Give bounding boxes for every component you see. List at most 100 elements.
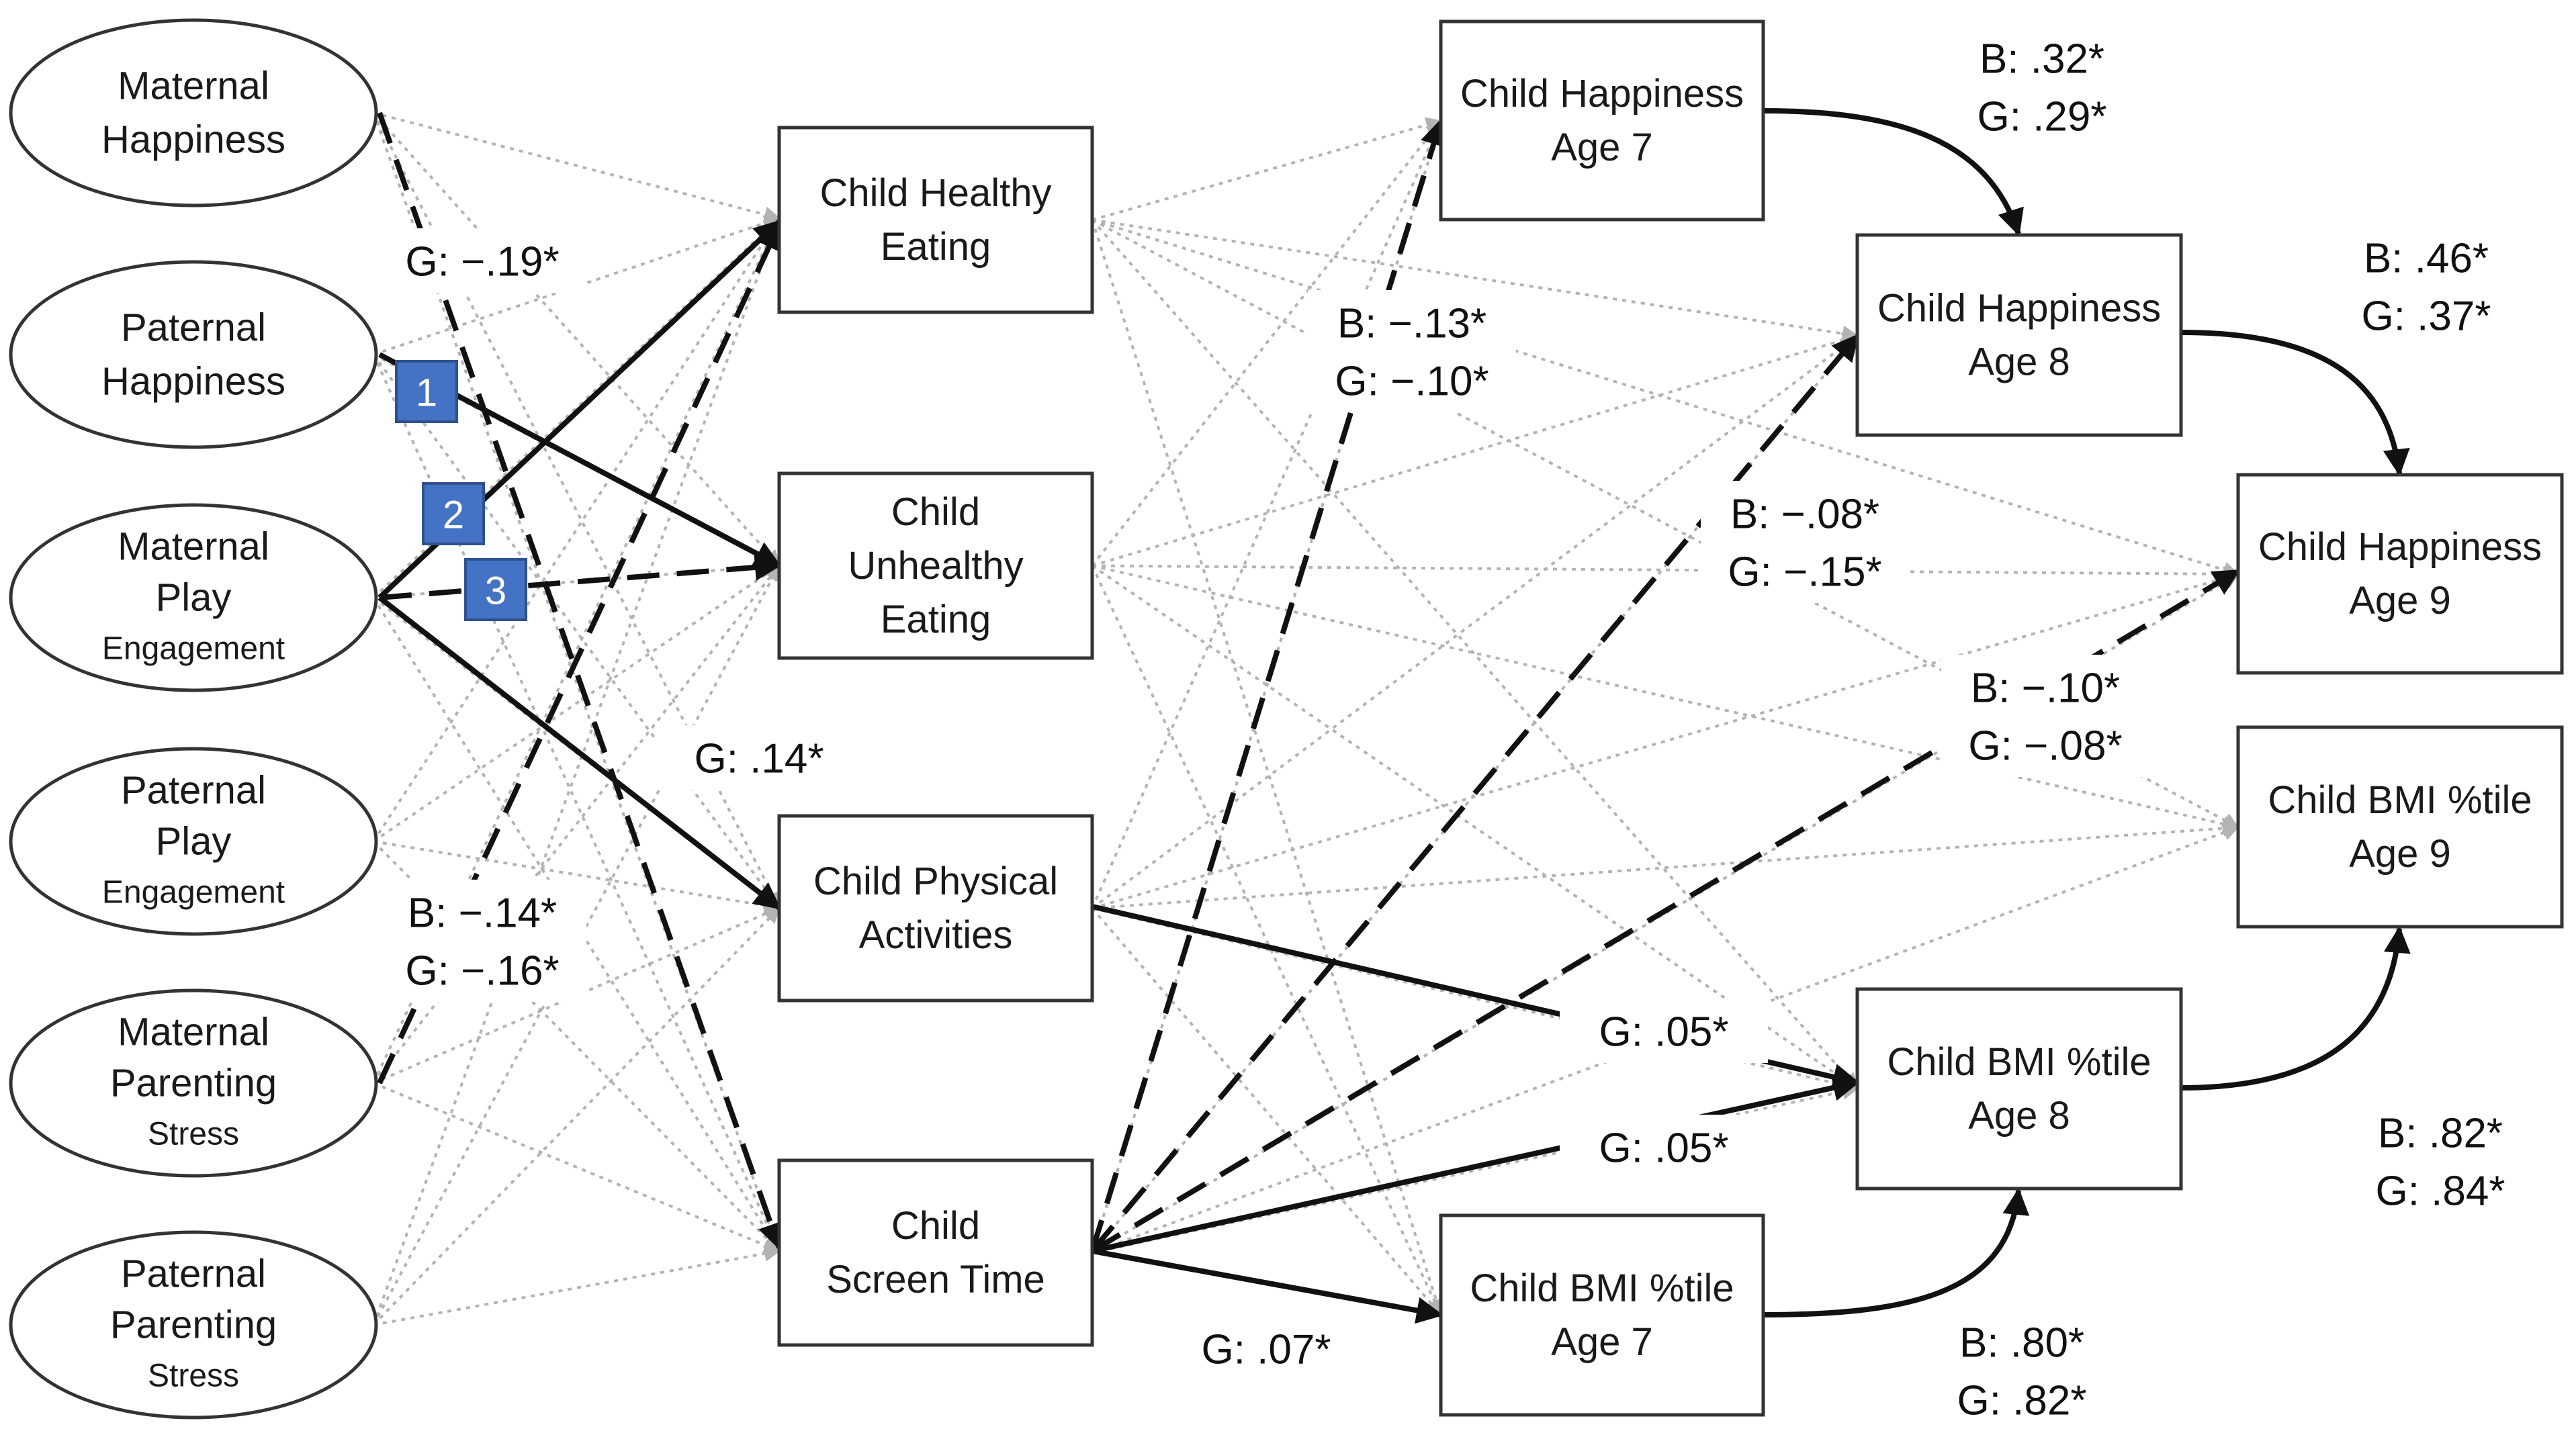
badge-3-box — [464, 558, 527, 621]
coef-label-g-005-screen: G: .05* — [1560, 1115, 1768, 1179]
coef-label-line-1: B: .32* — [1980, 36, 2104, 83]
nonsignificant-path-38 — [1091, 334, 1859, 910]
child-physical-activities-label-line-2: Activities — [859, 913, 1013, 957]
badge-3-number: 3 — [485, 569, 506, 613]
variable-nodes: Maternal HappinessPaternalHappinessMatern… — [9, 18, 2564, 1420]
coef-label-bg-screen-happy9: B: −.10*G: −.08* — [1941, 655, 2149, 777]
coef-label-bg-happy7-8: B: .32*G: .29* — [1978, 36, 2107, 140]
child-unhealthy-eating-label-line-3: Eating — [881, 598, 991, 641]
significant-path-11 — [1090, 333, 1860, 1253]
coef-label-g-019: G: −.19* — [378, 228, 586, 293]
child-happiness-age-8-box — [1855, 233, 2183, 437]
paternal-play-engagement-label-line-1: Paternal — [121, 769, 266, 813]
child-happiness-age-8-label-line-2: Age 8 — [1968, 340, 2070, 384]
badge-2-box — [422, 482, 485, 545]
badge-1-number: 1 — [416, 371, 437, 415]
nonsignificant-path-34 — [1092, 564, 2239, 832]
coef-label-background — [1560, 999, 1768, 1063]
child-bmi-age-7-label-line-2: Age 7 — [1551, 1320, 1653, 1364]
nonsignificant-path-39 — [1092, 570, 2239, 910]
child-happiness-age-9-label-line-1: Child Happiness — [2258, 525, 2542, 569]
maternal-parenting-stress-label-line-2: Parenting — [110, 1062, 277, 1105]
coef-label-background — [655, 725, 863, 790]
child-physical-activities-box — [777, 814, 1094, 1003]
significant-path-4 — [379, 553, 782, 600]
nonsignificant-path-36 — [1091, 565, 1442, 1316]
child-bmi-age-8-label-line-1: Child BMI %tile — [1887, 1040, 2151, 1084]
coef-label-bg-bmi8-9: B: .82*G: .84* — [2376, 1111, 2505, 1215]
coef-label-background — [378, 228, 586, 293]
child-healthy-eating-label-line-2: Eating — [881, 225, 991, 269]
paternal-parenting-stress-label-line-1: Paternal — [121, 1252, 266, 1296]
child-unhealthy-eating-box — [777, 471, 1094, 660]
coef-label-line-1: B: −.13* — [1337, 301, 1486, 347]
child-happiness-age-7-box — [1439, 19, 1765, 222]
nonsignificant-path-26 — [1092, 218, 1859, 342]
maternal-play-engagement-label-line-3: Engagement — [102, 631, 285, 667]
nonsignificant-path-24 — [373, 1246, 781, 1326]
child-bmi-age-7-label-line-1: Child BMI %tile — [1470, 1266, 1734, 1310]
coef-label-bg-screen-happy7: B: −.13*G: −.10* — [1308, 290, 1516, 412]
child-bmi-age-9-box — [2236, 725, 2564, 929]
nonsignificant-path-1 — [373, 111, 781, 223]
nonsignificant-path-20 — [373, 1082, 781, 1253]
coef-label-g-014: G: .14* — [655, 725, 863, 790]
coef-label-background — [1308, 290, 1516, 412]
nonsignificant-path-7 — [372, 353, 781, 909]
coef-label-line-1: G: −.19* — [405, 239, 559, 285]
maternal-parenting-stress-ellipse — [9, 988, 378, 1178]
significant-path-5 — [377, 595, 782, 911]
paternal-parenting-stress-label-line-3: Stress — [148, 1358, 239, 1394]
child-unhealthy-eating-label-line-1: Child — [891, 490, 980, 534]
coefficient-labels: G: −.19*G: .14*B: −.14*G: −.16*B: −.13*G… — [378, 36, 2505, 1424]
coef-label-background — [1701, 481, 1909, 603]
nonsignificant-path-19 — [373, 906, 781, 1084]
coef-label-line-2: G: .84* — [2376, 1168, 2505, 1215]
coef-label-bg-happy8-9: B: .46*G: .37* — [2362, 236, 2491, 340]
coef-label-line-1: B: .80* — [1959, 1320, 2084, 1367]
child-happiness-age-9-box — [2236, 473, 2564, 675]
coef-label-line-2: G: −.08* — [1968, 723, 2122, 770]
nonsignificant-path-18 — [372, 564, 781, 1084]
maternal-play-engagement-label-line-1: Maternal — [118, 525, 269, 569]
coef-label-line-2: G: −.15* — [1728, 549, 1881, 596]
nonsignificant-path-46 — [1092, 825, 2239, 1254]
nonsignificant-path-15 — [373, 840, 781, 914]
paternal-parenting-stress-label-line-2: Parenting — [110, 1303, 277, 1347]
child-unhealthy-eating-label-line-2: Unhealthy — [848, 544, 1023, 588]
nonsignificant-path-22 — [372, 564, 781, 1326]
coef-label-line-1: G: .05* — [1599, 1125, 1729, 1172]
coef-label-background — [1560, 1115, 1768, 1179]
coef-label-bg-maternal-stress: B: −.14*G: −.16* — [378, 880, 586, 1002]
coef-label-line-1: G: .14* — [695, 736, 824, 782]
nonsignificant-path-8 — [372, 354, 781, 1252]
maternal-parenting-stress-label-line-1: Maternal — [118, 1011, 269, 1054]
paternal-happiness-label-line-2: Happiness — [101, 360, 285, 404]
badge-1: 1 — [395, 360, 458, 423]
significant-path-1 — [377, 111, 784, 1250]
nonsignificant-paths — [372, 111, 2239, 1326]
badge-3: 3 — [464, 558, 527, 621]
coef-label-background — [1941, 655, 2149, 777]
coef-label-bg-bmi7-8: B: .80*G: .82* — [1957, 1320, 2087, 1424]
child-bmi-age-9-label-line-2: Age 9 — [2349, 832, 2451, 876]
nonsignificant-path-23 — [372, 907, 781, 1326]
maternal-happiness-ellipse — [9, 18, 378, 207]
coef-label-g-007: G: .07* — [1202, 1327, 1331, 1373]
child-screen-time-box — [777, 1158, 1094, 1347]
child-screen-time-label-line-1: Child — [891, 1204, 980, 1248]
significant-path-15 — [2180, 926, 2411, 1091]
paternal-play-engagement-label-line-3: Engagement — [102, 875, 285, 911]
significant-path-13 — [1763, 108, 2024, 236]
coef-label-line-1: B: −.14* — [408, 890, 557, 937]
badge-1-box — [395, 360, 458, 423]
